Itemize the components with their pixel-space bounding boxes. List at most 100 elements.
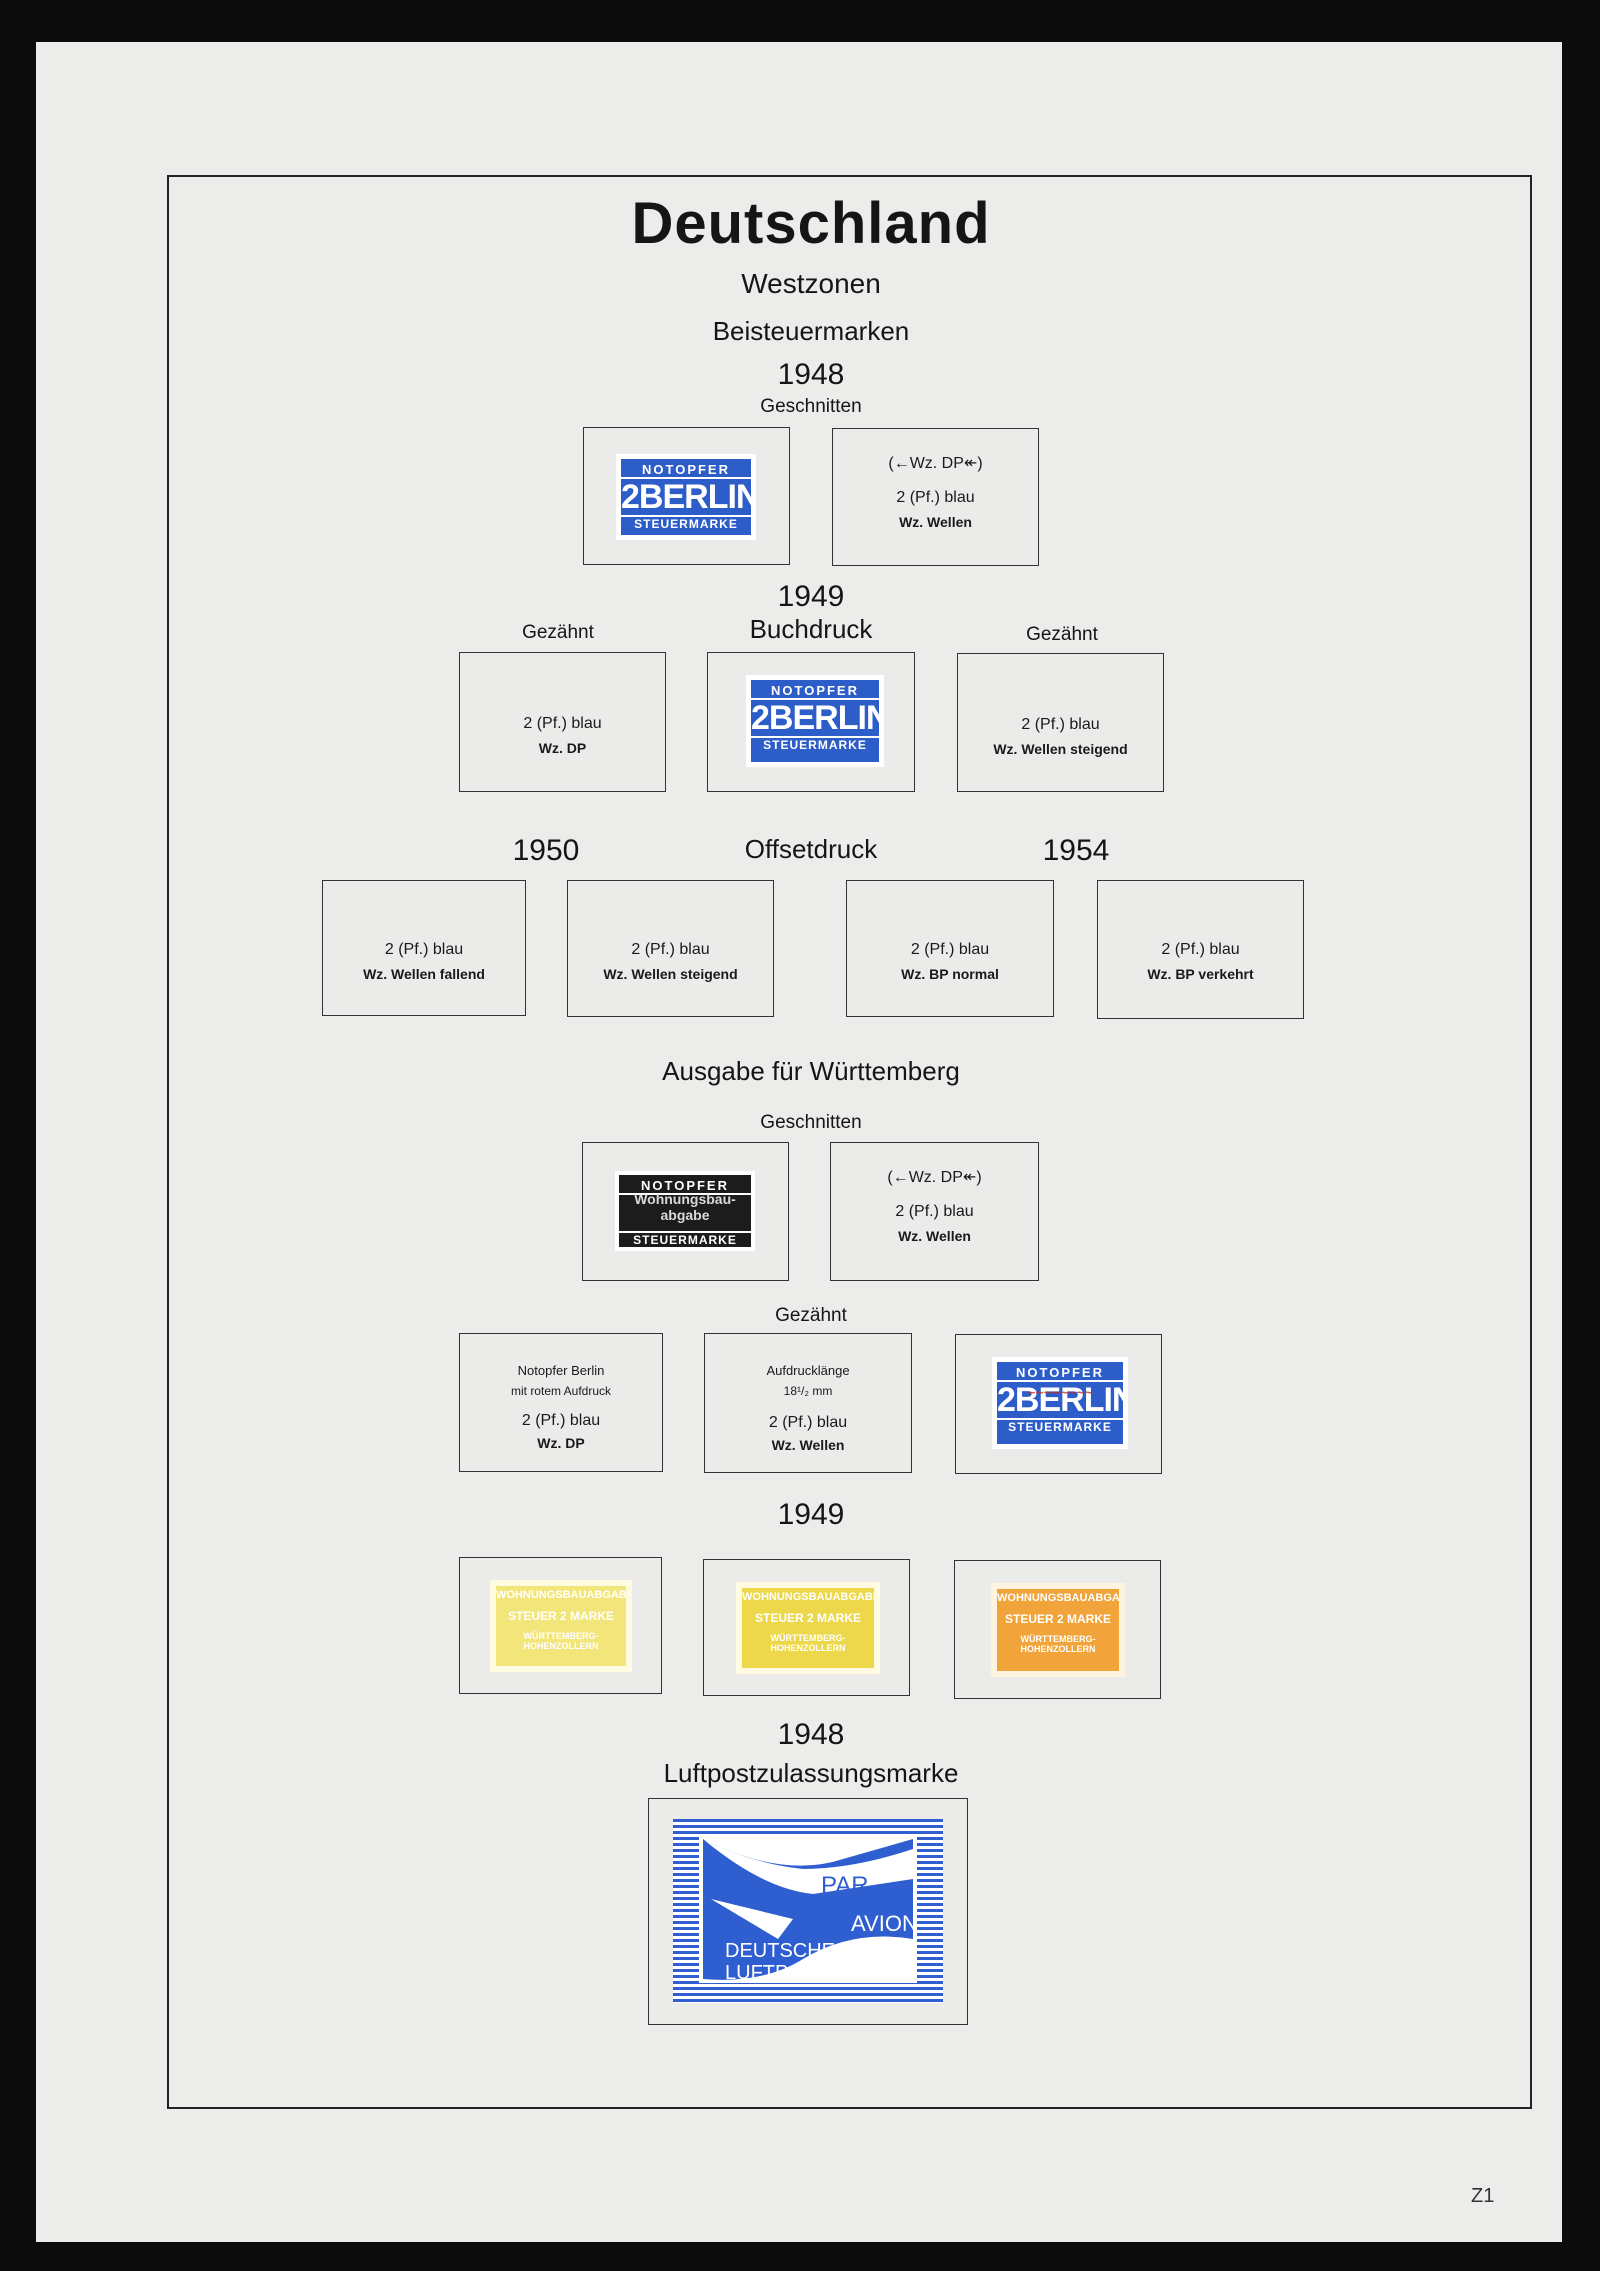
stamp-notopfer-berlin: NOTOPFER 2BERLIN STEUERMARKE [746, 675, 884, 767]
year-1948: 1948 [777, 358, 845, 391]
stamp-notopfer-overprint: NOTOPFER Wohnungsbau- abgabe STEUERMARKE [615, 1171, 755, 1251]
year-1948-b: 1948 [777, 1718, 845, 1751]
stamp-mount-w-cut-empty: (←Wz. DP↞) 2 (Pf.) blau Wz. Wellen [830, 1142, 1039, 1281]
stamp-text-bottom: WÜRTTEMBERG-HOHENZOLLERN [1020, 1634, 1096, 1654]
stamp-text-bottom: STEUERMARKE [621, 515, 751, 531]
page-subtitle: Westzonen [741, 268, 881, 299]
mount-caption-line: 2 (Pf.) blau [768, 1414, 848, 1431]
mount-caption-line: 2 (Pf.) blau [895, 1203, 974, 1220]
stamp-mount-1948-stamp: NOTOPFER 2BERLIN STEUERMARKE [583, 427, 790, 565]
red-overprint: ~~~~~~~~ [1027, 1384, 1093, 1400]
stamp-text-top: NOTOPFER [621, 459, 751, 479]
mount-caption-line: Wz. BP verkehrt [1147, 966, 1254, 982]
mount-caption-line: 2 (Pf.) blau [521, 1412, 601, 1429]
mount-caption-line: (←Wz. DP↞) [888, 455, 983, 472]
stamp-wohnungsbauabgabe-orange: WOHNUNGSBAUABGABE STEUER 2 MARKE WÜRTTEM… [991, 1583, 1125, 1677]
mount-caption-line: Wz. Wellen [899, 514, 972, 530]
stamp-text-mid: 2BERLIN [621, 478, 751, 516]
stamp-mount-w-perf-stamp: NOTOPFER 2BERLIN STEUERMARKE ~~~~~~~~ [955, 1334, 1162, 1474]
label-luftpost: Luftpostzulassungsmarke [663, 1758, 959, 1788]
mount-caption-line: 2 (Pf.) blau [384, 941, 464, 958]
overprint-line: abgabe [660, 1207, 710, 1223]
stamp-mount-1948-empty: (←Wz. DP↞) 2 (Pf.) blau Wz. Wellen [832, 428, 1039, 566]
stamp-mount-1949-right: 2 (Pf.) blau Wz. Wellen steigend [957, 653, 1164, 792]
airmail-text: PAR [821, 1872, 869, 1899]
stamp-mount-1949-left: 2 (Pf.) blau Wz. DP [459, 652, 666, 792]
airmail-text: LUFTPOST [725, 1962, 829, 1984]
page-number: Z1 [1471, 2185, 1495, 2207]
stamp-mount-w-perf-2: Aufdrucklänge 18¹/₂ mm 2 (Pf.) blau Wz. … [704, 1333, 912, 1473]
stamp-text-bottom: WÜRTTEMBERG-HOHENZOLLERN [523, 1631, 599, 1651]
year-1949-b: 1949 [777, 1498, 845, 1531]
stamp-mount-1949b-1: WOHNUNGSBAUABGABE STEUER 2 MARKE WÜRTTEM… [459, 1557, 662, 1694]
label-buchdruck: Buchdruck [749, 614, 873, 644]
mount-caption-line: Aufdrucklänge [766, 1363, 850, 1378]
stamp-mount-1949b-2: WOHNUNGSBAUABGABE STEUER 2 MARKE WÜRTTEM… [703, 1559, 910, 1696]
stamp-text-top: NOTOPFER [997, 1362, 1123, 1382]
mount-caption-line: 2 (Pf.) blau [1021, 716, 1100, 733]
mount-caption-line: Wz. Wellen fallend [363, 966, 485, 982]
stamp-text-bottom: STEUERMARKE [619, 1231, 751, 1247]
stamp-text-mid: 2BERLIN [997, 1381, 1123, 1419]
mount-caption-line: 18¹/₂ mm [783, 1384, 833, 1398]
stamp-text-top: NOTOPFER [751, 680, 879, 700]
stamp-mount-1950-1: 2 (Pf.) blau Wz. Wellen fallend [322, 880, 526, 1016]
stamp-mount-w-cut-stamp: NOTOPFER Wohnungsbau- abgabe STEUERMARKE [582, 1142, 789, 1281]
stamp-text-top: NOTOPFER [619, 1175, 751, 1195]
section-title: Beisteuermarken [712, 316, 910, 346]
mount-caption-line: Wz. Wellen steigend [603, 966, 738, 982]
page-frame [167, 175, 1532, 2109]
stamp-text-bottom: WÜRTTEMBERG-HOHENZOLLERN [770, 1633, 846, 1653]
stamp-mount-1954-1: 2 (Pf.) blau Wz. BP normal [846, 880, 1054, 1017]
airmail-artwork: PAR AVION DEUTSCHE LUFTPOST [673, 1819, 943, 2003]
page-title: Deutschland [631, 191, 991, 256]
stamp-mount-1949-stamp: NOTOPFER 2BERLIN STEUERMARKE [707, 652, 915, 792]
mount-caption-line: Wz. Wellen steigend [993, 741, 1128, 757]
mount-caption-line: Wz. BP normal [901, 966, 999, 982]
year-1950: 1950 [512, 834, 580, 867]
mount-caption-line: Wz. Wellen [771, 1437, 845, 1453]
stamp-mount-1950-2: 2 (Pf.) blau Wz. Wellen steigend [567, 880, 774, 1017]
stamp-notopfer-red-overprint: NOTOPFER 2BERLIN STEUERMARKE ~~~~~~~~ [992, 1357, 1128, 1449]
mount-caption-line: 2 (Pf.) blau [910, 941, 990, 958]
stamp-mount-1954-2: 2 (Pf.) blau Wz. BP verkehrt [1097, 880, 1304, 1019]
stamp-mount-1949b-3: WOHNUNGSBAUABGABE STEUER 2 MARKE WÜRTTEM… [954, 1560, 1161, 1699]
stamp-text-top: WOHNUNGSBAUABGABE [496, 1589, 626, 1601]
overprint-line: Wohnungsbau- [634, 1191, 736, 1207]
year-1954: 1954 [1042, 834, 1110, 867]
label-gezaehnt-right: Gezähnt [1026, 624, 1098, 645]
label-offsetdruck: Offsetdruck [744, 834, 878, 864]
mount-caption-line: 2 (Pf.) blau [523, 715, 602, 732]
mount-caption-line: Wz. DP [538, 740, 587, 756]
mount-caption-line: 2 (Pf.) blau [1161, 941, 1240, 958]
stamp-text-mid: STEUER 2 MARKE [754, 1611, 861, 1625]
mount-caption-line: 2 (Pf.) blau [896, 489, 975, 506]
stamp-text-top: WOHNUNGSBAUABGABE [997, 1592, 1119, 1604]
stamp-text-top: WOHNUNGSBAUABGABE [742, 1591, 874, 1603]
mount-caption-line: Wz. DP [537, 1435, 585, 1451]
mount-caption-line: (←Wz. DP↞) [887, 1169, 982, 1186]
mount-caption-line: 2 (Pf.) blau [631, 941, 710, 958]
heading-wuerttemberg: Ausgabe für Württemberg [662, 1056, 960, 1086]
label-geschnitten: Geschnitten [760, 396, 862, 417]
stamp-wohnungsbauabgabe-yellow: WOHNUNGSBAUABGABE STEUER 2 MARKE WÜRTTEM… [490, 1580, 632, 1672]
mount-caption-line: Notopfer Berlin [517, 1363, 605, 1378]
label-gezaehnt-left: Gezähnt [522, 622, 594, 643]
mount-caption-line: mit rotem Aufdruck [510, 1384, 612, 1398]
year-1949: 1949 [777, 580, 845, 613]
label-gezaehnt-w: Gezähnt [775, 1305, 847, 1326]
stamp-text-mid: 2BERLIN [751, 699, 879, 737]
stamp-luftpost: PAR AVION DEUTSCHE LUFTPOST [673, 1819, 943, 2003]
airmail-text: AVION [851, 1911, 918, 1936]
stamp-text-bottom: STEUERMARKE [997, 1418, 1123, 1434]
mount-caption-line: Wz. Wellen [898, 1228, 971, 1244]
stamp-mount-w-perf-1: Notopfer Berlin mit rotem Aufdruck 2 (Pf… [459, 1333, 663, 1472]
stamp-mount-luftpost: PAR AVION DEUTSCHE LUFTPOST [648, 1798, 968, 2025]
stamp-text-mid: STEUER 2 MARKE [1004, 1612, 1111, 1626]
stamp-text-bottom: STEUERMARKE [751, 736, 879, 752]
stamp-wohnungsbauabgabe-yellow: WOHNUNGSBAUABGABE STEUER 2 MARKE WÜRTTEM… [736, 1582, 880, 1674]
stamp-text-mid: STEUER 2 MARKE [507, 1609, 614, 1623]
airmail-text: DEUTSCHE [725, 1940, 835, 1962]
stamp-notopfer-berlin: NOTOPFER 2BERLIN STEUERMARKE [616, 454, 756, 540]
label-geschnitten-w: Geschnitten [760, 1112, 862, 1133]
